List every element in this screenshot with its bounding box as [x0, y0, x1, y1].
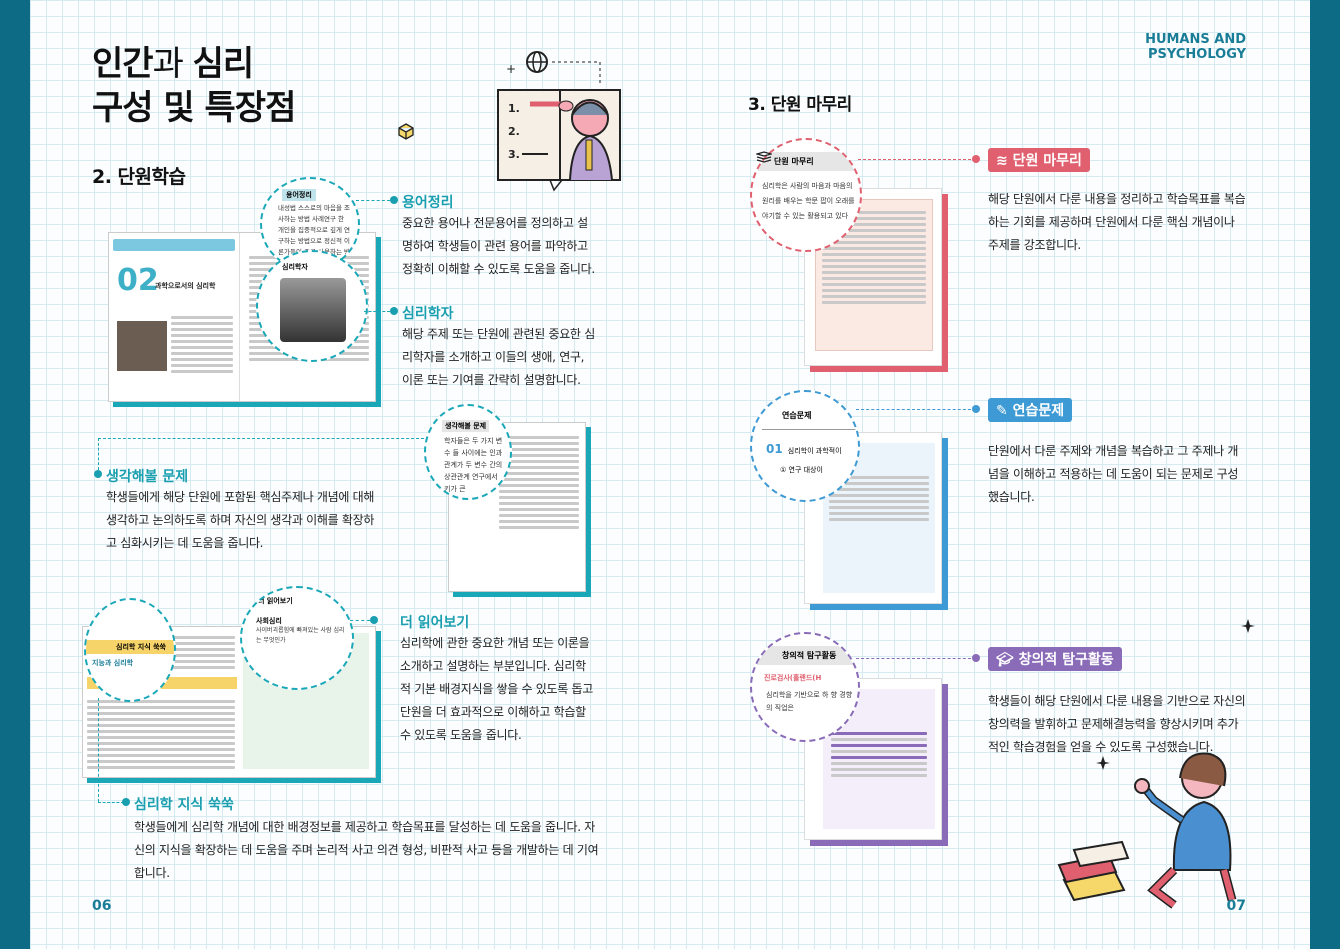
knowledge-desc: 학생들에게 심리학 개념에 대한 배경정보를 제공하고 학습목표를 달성하는 데… [134, 820, 599, 880]
bullet-dot [370, 616, 378, 624]
more-reading-desc: 심리학에 관한 중요한 개념 또는 이론을 소개하고 설명하는 부분입니다. 심… [400, 636, 593, 742]
bullet-dot [972, 654, 980, 662]
bullet-dot [972, 155, 980, 163]
graduation-cap-icon: 🎓︎ [996, 652, 1014, 668]
teacher-illustration: + 1. 2. 3. [497, 51, 621, 192]
terms-label: 용어정리 [402, 195, 454, 211]
left-page: 인간과 심리 구성 및 특장점 2. 단원학습 + 1. 2. 3. 02 과학… [30, 0, 670, 949]
section-heading: 3. 단원 마무리 [748, 95, 852, 115]
sparkle-icon [1096, 756, 1110, 770]
bullet-dot [390, 196, 398, 204]
chapter-title: 과학으로서의 심리학 [155, 282, 216, 290]
practice-zoom-circle: 연습문제 01 심리학이 과학적이 ① 연구 대상이 [750, 390, 860, 502]
thinking-label: 생각해볼 문제 [106, 469, 189, 485]
pencil-icon: ✎ [996, 403, 1008, 419]
wrapup-tag: ≋ 단원 마무리 [988, 148, 1090, 172]
creative-tag: 🎓︎ 창의적 탐구활동 [988, 647, 1122, 671]
practice-tag: ✎ 연습문제 [988, 398, 1073, 422]
creative-desc: 학생들이 해당 단원에서 다룬 내용을 기반으로 자신의 창의력을 발휘하고 문… [988, 694, 1246, 754]
wrapup-desc: 해당 단원에서 다룬 내용을 정리하고 학습목표를 복습하는 기회를 제공하며 … [988, 192, 1246, 252]
books-icon: ≋ [996, 153, 1008, 169]
page-title: 인간과 심리 구성 및 특장점 [92, 44, 296, 128]
sparkle-icon [1241, 619, 1255, 633]
psychologist-label: 심리학자 [402, 306, 454, 322]
books-icon [756, 151, 772, 163]
section-heading: 2. 단원학습 [92, 166, 186, 188]
knowledge-label: 심리학 지식 쑥쑥 [134, 797, 234, 813]
svg-text:2.: 2. [508, 125, 520, 138]
bullet-dot [972, 405, 980, 413]
page-number: 06 [92, 898, 112, 914]
bullet-dot [390, 307, 398, 315]
svg-text:3.: 3. [508, 148, 520, 161]
thinking-desc: 학생들에게 해당 단원에 포함된 핵심주제나 개념에 대해 생각하고 논의하도록… [106, 490, 375, 550]
bullet-dot [122, 798, 130, 806]
creative-zoom-circle: 창의적 탐구활동 진로검사(홀랜드(H 심리학을 기반으로 하 향 경향의 직업… [750, 632, 860, 742]
more-reading-label: 더 읽어보기 [400, 615, 470, 631]
psychologist-desc: 해당 주제 또는 단원에 관련된 중요한 심리학자를 소개하고 이들의 생애, … [402, 327, 595, 387]
chapter-number: 02 [117, 263, 159, 298]
cube-icon [398, 123, 414, 140]
girl-reading-illustration [1057, 752, 1237, 909]
svg-text:+: + [506, 62, 516, 76]
thinking-zoom-circle: 생각해볼 문제 학자들은 두 가지 변수 들 사이에는 인과관계가 두 변수 간… [424, 404, 512, 500]
practice-desc: 단원에서 다룬 주제와 개념을 복습하고 그 주제나 개념을 이해하고 적용하는… [988, 444, 1239, 504]
psychologist-zoom-circle: 심리학자 [256, 250, 368, 362]
knowledge-zoom-circle: 심리학 지식 쑥쑥 지능과 심리학 [84, 598, 176, 702]
more-reading-zoom-circle: 더 읽어보기 사회심리 사이버괴롭힘에 빠져있는 사람 심리는 무엇인가 [240, 586, 354, 690]
page-number: 07 [1226, 898, 1246, 914]
bullet-dot [94, 470, 102, 478]
terms-desc: 중요한 용어나 전문용어를 정의하고 설명하여 학생들이 관련 용어를 파악하고… [402, 216, 595, 276]
svg-text:1.: 1. [508, 102, 520, 115]
